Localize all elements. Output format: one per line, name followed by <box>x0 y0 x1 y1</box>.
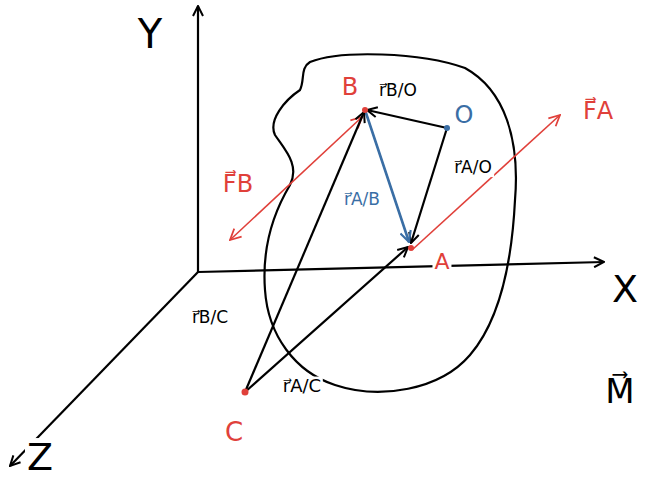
position-vector-a-o <box>411 128 447 243</box>
position-vector-a-c <box>245 247 408 392</box>
position-vector-b-c <box>245 112 364 392</box>
axis-label: Y <box>136 13 164 55</box>
vector-label: r⃗B/O <box>377 82 419 100</box>
axis-label: Z <box>25 438 55 478</box>
position-vector-a-b <box>365 110 409 242</box>
point-b <box>362 107 368 113</box>
moment-label: M⃗ <box>603 374 636 410</box>
force-label: F⃗B <box>221 172 255 197</box>
axis-label: X <box>610 270 640 310</box>
vector-label: r⃗A/B <box>342 191 382 209</box>
force-label: F⃗A <box>581 99 615 124</box>
point-o <box>444 125 450 131</box>
point-label: A <box>432 250 451 273</box>
vector-label: r⃗A/O <box>452 159 494 177</box>
point-label: O <box>453 103 476 128</box>
y-axis <box>197 6 199 272</box>
point-label: C <box>223 419 245 446</box>
point-c <box>242 389 249 396</box>
x-axis <box>198 262 604 272</box>
vector-label: r⃗A/C <box>281 377 323 396</box>
force-a-vector <box>412 115 560 250</box>
z-axis <box>10 272 198 466</box>
point-a <box>408 245 414 251</box>
point-label: B <box>340 75 360 100</box>
vector-label: r⃗B/C <box>190 309 230 327</box>
position-vector-b-o <box>367 110 447 128</box>
